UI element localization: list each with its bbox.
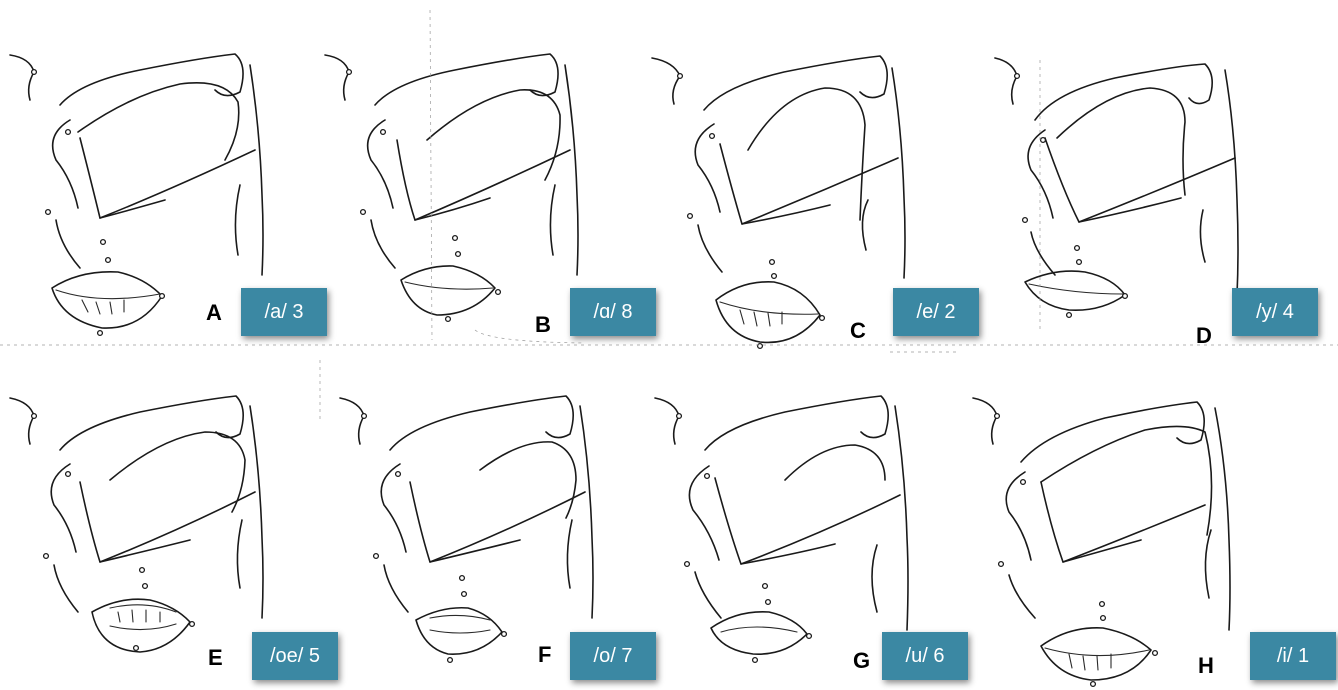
vowel-badge-a: /a/ 3 — [241, 288, 327, 336]
panel-letter-a: A — [206, 300, 222, 326]
panel-letter-b: B — [535, 312, 551, 338]
vowel-badge-h: /i/ 1 — [1250, 632, 1336, 680]
panel-letter-c: C — [850, 318, 866, 344]
panel-letter-h: H — [1198, 653, 1214, 679]
vowel-badge-b: /ɑ/ 8 — [570, 288, 656, 336]
panel-h — [965, 350, 1295, 690]
vowel-badge-e: /oe/ 5 — [252, 632, 338, 680]
vowel-badge-g: /u/ 6 — [882, 632, 968, 680]
vowel-badge-f: /o/ 7 — [570, 632, 656, 680]
panel-letter-e: E — [208, 645, 223, 671]
vocal-tract-drawing-h — [965, 350, 1295, 690]
panel-letter-g: G — [853, 648, 870, 674]
vowel-badge-d: /y/ 4 — [1232, 288, 1318, 336]
panel-letter-f: F — [538, 642, 551, 668]
vowel-badge-c: /e/ 2 — [893, 288, 979, 336]
panel-letter-d: D — [1196, 323, 1212, 349]
